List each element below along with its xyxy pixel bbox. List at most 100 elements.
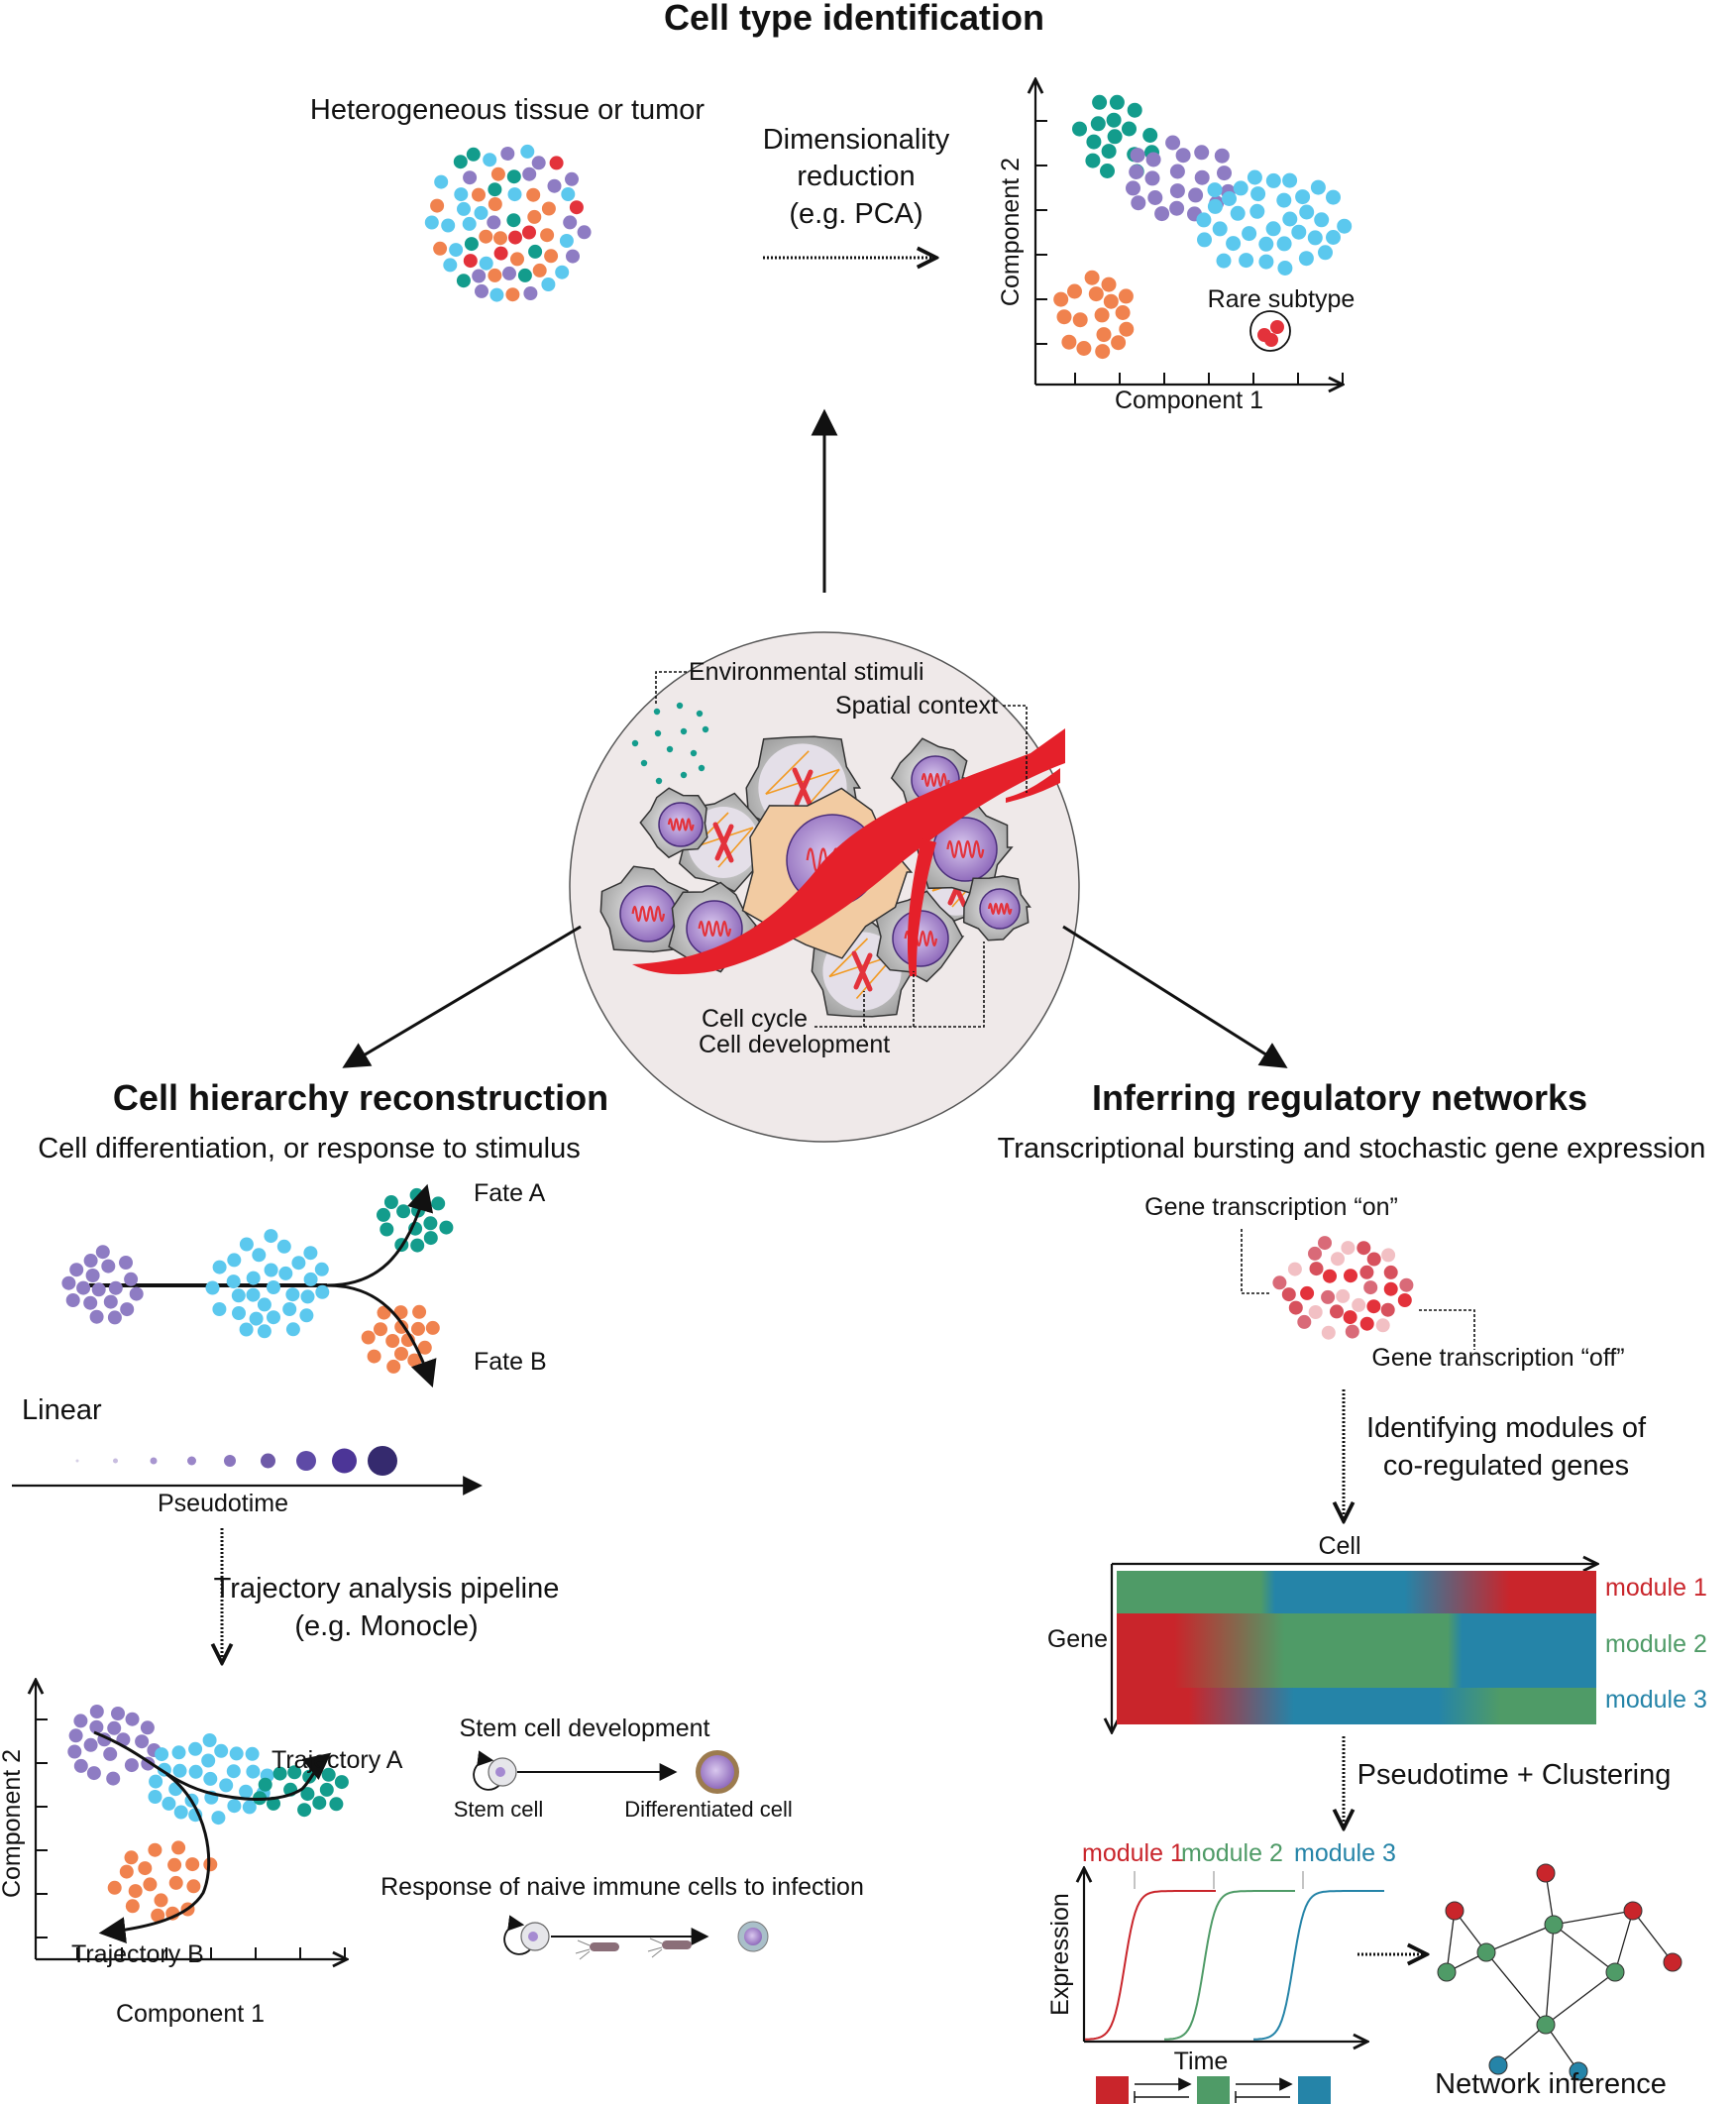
heatmap-module-3-label: module 3 — [1605, 1686, 1707, 1714]
linear-label: Linear — [22, 1394, 102, 1426]
traj-dot-cyan — [219, 1778, 234, 1793]
traj-dot-cyan — [171, 1745, 186, 1760]
bacterium-flagella-icon-2 — [647, 1938, 663, 1958]
trajectory-plot: Trajectory A Trajectory B Component 1 Co… — [0, 1680, 403, 2028]
tissue-cell-dot — [424, 215, 439, 230]
branch-dot-cyan — [276, 1239, 291, 1254]
off-leader — [1419, 1309, 1475, 1350]
branch-dot-orange — [425, 1320, 440, 1335]
fate-b-label: Fate B — [474, 1348, 547, 1376]
branch-dot-purple — [107, 1310, 122, 1325]
traj-dot-purple — [89, 1705, 104, 1718]
tissue-cell-dot — [561, 187, 576, 201]
traj-dot-cyan — [149, 1774, 163, 1789]
branch-dot-orange — [386, 1359, 401, 1374]
tissue-cell-dot — [489, 287, 504, 302]
pca-point-orange — [1094, 307, 1110, 323]
pca-point-teal — [1090, 116, 1106, 132]
branch-dot-cyan — [278, 1266, 293, 1280]
traj-dot-purple — [68, 1728, 83, 1743]
gene-cell-dot — [1359, 1265, 1374, 1279]
traj-dot-cyan — [246, 1764, 261, 1779]
gene-cell-dot — [1375, 1318, 1390, 1333]
section-title-hierarchy: Cell hierarchy reconstruction — [113, 1077, 608, 1118]
pseudotime-gradient-dots — [75, 1446, 397, 1476]
branching-cell-clusters — [61, 1187, 454, 1374]
rare-subtype-circle — [1249, 310, 1291, 352]
pca-point-purple — [1165, 135, 1181, 151]
network-edge — [1545, 1924, 1555, 2026]
branch-dot-purple — [119, 1256, 133, 1270]
network-node — [1445, 1901, 1465, 1921]
pca-point-teal — [1072, 121, 1087, 137]
gene-cell-dot — [1352, 1297, 1366, 1312]
expr-module-2-label: module 2 — [1181, 1839, 1283, 1867]
traj-dot-purple — [106, 1771, 121, 1786]
pca-point-purple — [1126, 180, 1140, 196]
traj-dot-orange — [186, 1879, 201, 1894]
gene-cell-dot — [1344, 1269, 1357, 1283]
traj-dot-cyan — [227, 1799, 242, 1814]
pca-point-purple — [1169, 183, 1185, 199]
gene-cell-dot — [1397, 1293, 1412, 1307]
tissue-cell-dot — [487, 215, 501, 230]
pca-point-purple — [1214, 148, 1230, 164]
network-node — [1544, 1915, 1564, 1935]
branch-dot-teal — [423, 1216, 438, 1231]
branch-dot-cyan — [300, 1289, 315, 1304]
heatmap-module-2-label: module 2 — [1605, 1630, 1707, 1658]
traj-dot-purple — [73, 1714, 88, 1728]
branch-dot-purple — [95, 1245, 110, 1260]
rare-subtype-label: Rare subtype — [1208, 285, 1356, 313]
pca-point-cyan — [1249, 203, 1265, 219]
module-1-square — [1096, 2076, 1129, 2104]
pseudotime-dot — [261, 1453, 275, 1469]
pca-point-teal — [1122, 121, 1137, 137]
branch-dot-teal — [380, 1222, 394, 1237]
traj-dot-orange — [154, 1893, 168, 1908]
traj-dot-teal — [319, 1782, 334, 1797]
pca-point-cyan — [1197, 232, 1212, 248]
pca-points — [1053, 94, 1353, 360]
expression-plot: module 1 module 2 module 3 Time Expressi… — [1046, 1839, 1396, 2104]
gene-cell-dot — [1297, 1314, 1312, 1329]
branch-dot-orange — [417, 1340, 432, 1355]
stimulus-dot — [698, 764, 705, 772]
branch-dot-cyan — [232, 1306, 246, 1320]
pca-point-teal — [1101, 144, 1117, 160]
pca-point-orange — [1095, 344, 1111, 360]
immune-response: Response of naive immune cells to infect… — [380, 1873, 864, 1960]
environmental-stimuli-label: Environmental stimuli — [689, 658, 924, 686]
chromatin — [946, 839, 985, 859]
tissue-cell-dot — [566, 249, 580, 264]
traj-dot-teal — [258, 1777, 272, 1792]
traj-dot-cyan — [202, 1733, 217, 1747]
expr-module-3-label: module 3 — [1294, 1839, 1396, 1867]
stimulus-dot — [654, 729, 662, 737]
pca-point-cyan — [1326, 189, 1341, 205]
tissue-cell-dot — [466, 147, 481, 162]
pca-point-orange — [1076, 341, 1092, 356]
tissue-cell-dot — [507, 187, 522, 202]
heatmap-row-module-3 — [1117, 1688, 1596, 1724]
branch-dot-purple — [83, 1254, 98, 1268]
pipeline-line-2: (e.g. Monocle) — [294, 1610, 478, 1642]
tissue-cell-dot — [502, 266, 516, 280]
pca-point-purple — [1145, 152, 1161, 167]
chromatin — [667, 818, 695, 831]
pipeline-line-1: Trajectory analysis pipeline — [214, 1573, 560, 1605]
right-section: Inferring regulatory networks Transcript… — [998, 1077, 1707, 2104]
traj-dot-orange — [107, 1880, 122, 1895]
network-edge — [1632, 1910, 1674, 1963]
branch-dot-orange — [385, 1334, 400, 1348]
gene-cell-dot — [1330, 1304, 1344, 1319]
networks-subtitle: Transcriptional bursting and stochastic … — [998, 1133, 1706, 1164]
branch-dot-orange — [411, 1321, 425, 1336]
trajectory-points — [67, 1705, 349, 1923]
branch-dot-cyan — [264, 1229, 278, 1244]
tissue-cell-dot — [475, 283, 488, 298]
branch-dot-cyan — [205, 1280, 220, 1295]
gene-cell-dot — [1308, 1305, 1323, 1319]
branch-dot-cyan — [264, 1263, 278, 1277]
heatmap-gene-label: Gene — [1047, 1625, 1108, 1653]
